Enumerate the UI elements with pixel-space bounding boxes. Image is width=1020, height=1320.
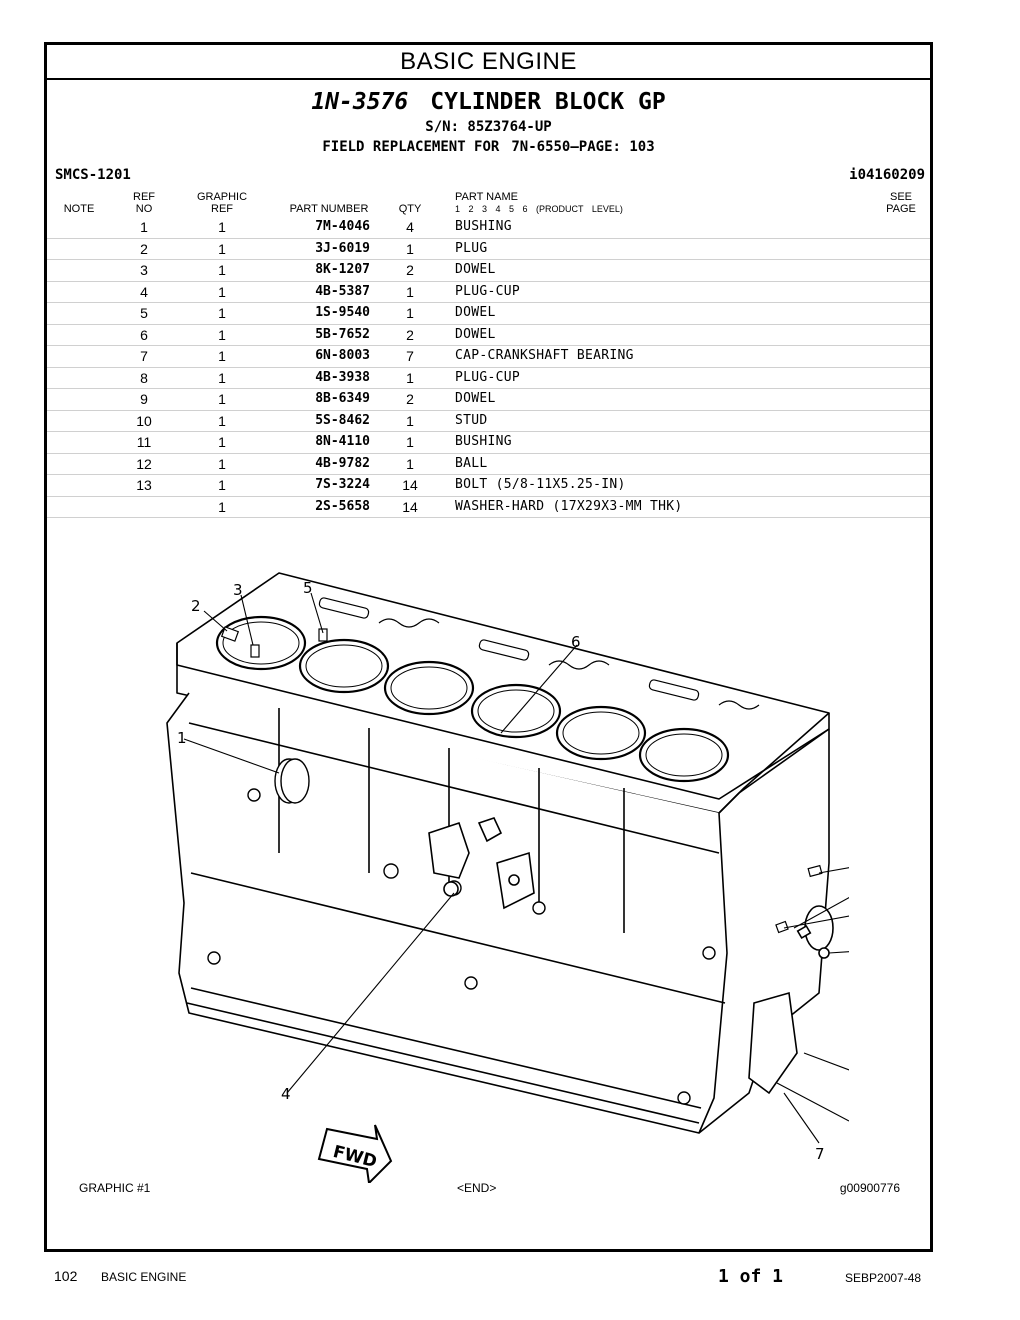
callout-4: 4 [281, 1085, 291, 1103]
callout-3: 3 [233, 581, 243, 599]
col-part-number: PART NUMBER [289, 203, 369, 215]
field-replacement-ref: 7N-6550—PAGE: 103 [511, 139, 655, 155]
document-number: SEBP2007-48 [845, 1271, 922, 1285]
end-marker: <END> [457, 1181, 497, 1195]
col-qty: QTY [398, 203, 422, 215]
callout-2: 2 [191, 597, 201, 615]
graphic-id: g00900776 [839, 1181, 900, 1195]
group-heading: 1N-3576 CYLINDER BLOCK GP [47, 89, 930, 115]
callout-5: 5 [303, 579, 313, 597]
group-name: CYLINDER BLOCK GP [430, 89, 666, 115]
info-reference: i04160209 [849, 167, 925, 183]
callout-1: 1 [177, 729, 187, 747]
field-replacement: FIELD REPLACEMENT FOR 7N-6550—PAGE: 103 [47, 139, 930, 155]
smcs-code: SMCS-1201 [55, 167, 131, 183]
callout-7: 7 [815, 1145, 825, 1163]
field-replacement-prefix: FIELD REPLACEMENT FOR [322, 139, 500, 155]
page-number: 102 [54, 1268, 78, 1284]
group-part-number: 1N-3576 [311, 89, 409, 115]
footer-section: BASIC ENGINE [101, 1270, 187, 1284]
serial-number: S/N: 85Z3764-UP [425, 119, 552, 135]
section-title: BASIC ENGINE [47, 45, 930, 80]
page-frame: BASIC ENGINE 1N-3576 CYLINDER BLOCK GP S/… [44, 42, 933, 1252]
callout-6: 6 [571, 633, 581, 651]
cylinder-block-drawing: FWD 1 2 3 4 5 6 7 8 9 10 11 12 13 [166, 572, 849, 1183]
page-of: 1 of 1 [718, 1266, 784, 1287]
graphic-number: GRAPHIC #1 [79, 1181, 151, 1195]
col-note: NOTE [63, 203, 95, 215]
